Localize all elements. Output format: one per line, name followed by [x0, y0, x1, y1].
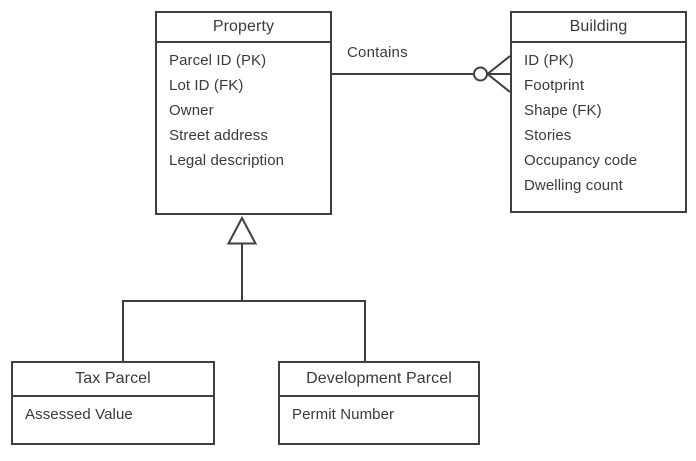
attribute: Occupancy code — [524, 152, 638, 169]
crow-foot-icon — [486, 55, 511, 93]
inheritance-triangle-icon — [226, 215, 258, 245]
attribute: Footprint — [524, 77, 585, 94]
entity-tax-parcel: Tax Parcel Assessed Value — [11, 361, 215, 445]
zero-cardinality-circle-icon — [473, 66, 488, 82]
attribute: Assessed Value — [25, 406, 133, 423]
attribute: Stories — [524, 127, 572, 144]
entity-development-parcel: Development Parcel Permit Number — [278, 361, 480, 445]
entity-title-building: Building — [512, 13, 685, 43]
entity-title-property: Property — [157, 13, 330, 43]
entity-attributes-tax-parcel: Assessed Value — [13, 397, 213, 427]
relationship-label-contains: Contains — [347, 44, 408, 61]
entity-attributes-building: ID (PK) Footprint Shape (FK) Stories Occ… — [512, 43, 685, 198]
entity-attributes-property: Parcel ID (PK) Lot ID (FK) Owner Street … — [157, 43, 330, 173]
entity-title-development-parcel: Development Parcel — [280, 363, 478, 397]
entity-title-tax-parcel: Tax Parcel — [13, 363, 213, 397]
attribute: Permit Number — [292, 406, 395, 423]
entity-property: Property Parcel ID (PK) Lot ID (FK) Owne… — [155, 11, 332, 215]
attribute: ID (PK) — [524, 52, 574, 69]
attribute: Owner — [169, 102, 214, 119]
entity-building: Building ID (PK) Footprint Shape (FK) St… — [510, 11, 687, 213]
subtype-connector-line — [122, 300, 366, 361]
attribute: Lot ID (FK) — [169, 77, 244, 94]
entity-attributes-development-parcel: Permit Number — [280, 397, 478, 427]
attribute: Parcel ID (PK) — [169, 52, 267, 69]
attribute: Legal description — [169, 152, 285, 169]
attribute: Dwelling count — [524, 177, 623, 194]
attribute: Street address — [169, 127, 268, 144]
attribute: Shape (FK) — [524, 102, 602, 119]
